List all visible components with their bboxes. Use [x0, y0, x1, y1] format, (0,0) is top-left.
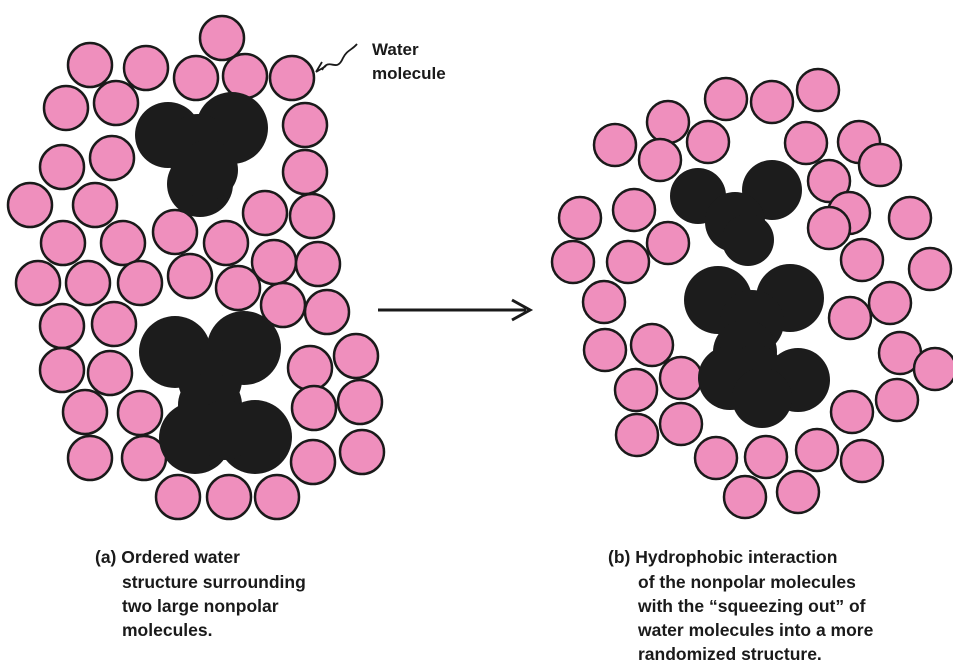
- panel-b-hydrophobic-interaction: [552, 69, 953, 518]
- water-label-line-2: molecule: [372, 64, 446, 83]
- water-molecule: [44, 86, 88, 130]
- caption-b-line-1: (b) Hydrophobic interaction: [608, 547, 837, 567]
- water-molecule: [647, 101, 689, 143]
- water-molecule: [296, 242, 340, 286]
- water-molecule: [270, 56, 314, 100]
- water-molecule: [124, 46, 168, 90]
- water-molecule: [340, 430, 384, 474]
- water-molecule: [88, 351, 132, 395]
- water-molecule: [583, 281, 625, 323]
- water-molecule: [92, 302, 136, 346]
- water-molecule: [607, 241, 649, 283]
- water-molecule: [889, 197, 931, 239]
- caption-a-line-1: (a) Ordered water: [95, 547, 240, 567]
- water-molecule: [705, 78, 747, 120]
- water-molecule: [40, 348, 84, 392]
- water-molecule: [200, 16, 244, 60]
- water-molecule: [288, 346, 332, 390]
- water-molecule: [338, 380, 382, 424]
- water-molecule: [16, 261, 60, 305]
- water-molecule: [174, 56, 218, 100]
- water-molecule: [745, 436, 787, 478]
- water-molecule: [255, 475, 299, 519]
- water-molecule: [305, 290, 349, 334]
- caption-a-line-4: molecules.: [122, 620, 212, 640]
- water-molecule: [118, 261, 162, 305]
- water-molecule: [66, 261, 110, 305]
- water-molecule: [687, 121, 729, 163]
- water-molecule: [41, 221, 85, 265]
- water-molecule: [615, 369, 657, 411]
- caption-b-line-2: of the nonpolar molecules: [638, 572, 856, 592]
- water-molecule: [334, 334, 378, 378]
- water-molecule: [68, 436, 112, 480]
- water-molecule: [292, 386, 336, 430]
- water-molecule: [869, 282, 911, 324]
- water-molecule: [252, 240, 296, 284]
- water-molecule: [909, 248, 951, 290]
- water-molecule: [156, 475, 200, 519]
- water-molecule: [168, 254, 212, 298]
- water-molecule: [291, 440, 335, 484]
- water-molecule: [40, 304, 84, 348]
- water-molecule: [695, 437, 737, 479]
- water-molecule: [207, 475, 251, 519]
- water-molecule: [613, 189, 655, 231]
- water-molecule: [290, 194, 334, 238]
- water-molecule: [914, 348, 953, 390]
- water-molecule: [94, 81, 138, 125]
- water-molecule: [796, 429, 838, 471]
- water-molecule: [559, 197, 601, 239]
- water-molecule: [876, 379, 918, 421]
- water-molecule: [153, 210, 197, 254]
- nonpolar-molecule-part: [195, 400, 255, 460]
- caption-b-line-3: with the “squeezing out” of: [637, 596, 866, 616]
- water-molecule: [68, 43, 112, 87]
- water-molecule: [616, 414, 658, 456]
- water-molecule: [8, 183, 52, 227]
- water-molecule: [777, 471, 819, 513]
- water-molecule: [829, 297, 871, 339]
- caption-b-line-5: randomized structure.: [638, 644, 822, 664]
- water-molecule: [223, 54, 267, 98]
- water-molecule: [204, 221, 248, 265]
- water-molecule: [73, 183, 117, 227]
- caption-a-line-3: two large nonpolar: [122, 596, 279, 616]
- nonpolar-molecule-part: [732, 368, 792, 428]
- water-molecule: [660, 403, 702, 445]
- water-molecule: [243, 191, 287, 235]
- panel-a-ordered-water: [8, 16, 384, 519]
- water-molecule: [841, 440, 883, 482]
- water-molecule: [841, 239, 883, 281]
- water-molecule: [797, 69, 839, 111]
- water-molecule: [647, 222, 689, 264]
- water-molecule: [660, 357, 702, 399]
- water-molecule: [40, 145, 84, 189]
- water-molecule: [90, 136, 134, 180]
- leader-arrowhead-icon: [316, 62, 326, 72]
- water-molecule: [808, 207, 850, 249]
- water-molecule: [724, 476, 766, 518]
- water-molecule: [859, 144, 901, 186]
- water-molecule: [101, 221, 145, 265]
- water-molecule: [751, 81, 793, 123]
- caption-b-line-4: water molecules into a more: [637, 620, 874, 640]
- water-molecule: [283, 150, 327, 194]
- water-molecule: [639, 139, 681, 181]
- water-molecule: [584, 329, 626, 371]
- water-label-line-1: Water: [372, 40, 419, 59]
- water-molecule: [283, 103, 327, 147]
- nonpolar-molecule-part: [722, 214, 774, 266]
- caption-a-line-2: structure surrounding: [122, 572, 306, 592]
- water-molecule: [594, 124, 636, 166]
- water-molecule: [785, 122, 827, 164]
- nonpolar-molecule-part: [178, 140, 238, 200]
- water-molecule: [552, 241, 594, 283]
- squiggle-leader-icon: [322, 44, 357, 70]
- water-molecule: [831, 391, 873, 433]
- water-molecule: [118, 391, 162, 435]
- water-molecule: [631, 324, 673, 366]
- water-molecule: [63, 390, 107, 434]
